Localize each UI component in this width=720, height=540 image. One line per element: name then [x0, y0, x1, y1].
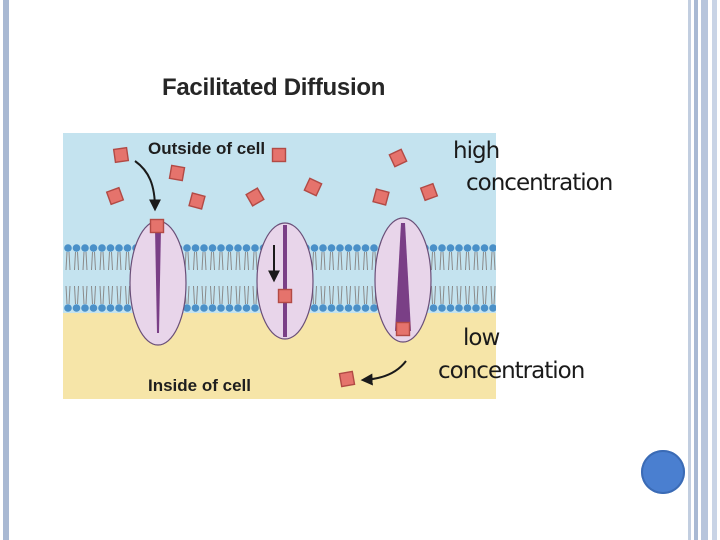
phospholipid-head — [310, 304, 319, 312]
phospholipid-head — [438, 304, 446, 312]
molecule-14-icon — [338, 370, 356, 388]
phospholipid-head — [336, 244, 344, 252]
molecule-2-icon — [168, 164, 186, 182]
arrow-enter-icon — [134, 160, 161, 212]
phospholipid-head — [72, 304, 81, 312]
phospholipid-head — [489, 244, 496, 252]
phospholipid-head — [336, 304, 344, 312]
phospholipid-head — [123, 304, 132, 312]
phospholipid-head — [242, 304, 251, 312]
phospholipid-head — [225, 244, 234, 252]
phospholipid-head — [446, 304, 455, 312]
phospholipid-head — [480, 244, 489, 252]
phospholipid-head — [234, 244, 242, 252]
phospholipid-head — [455, 304, 463, 312]
phospholipid-head — [200, 304, 208, 312]
phospholipid-head — [81, 304, 89, 312]
phospholipid-head — [251, 244, 259, 252]
phospholipid-head — [429, 244, 438, 252]
molecule-7-icon — [303, 177, 323, 197]
low-concentration-label: concentration — [438, 358, 585, 384]
high-concentration-label: concentration — [466, 170, 613, 196]
phospholipid-head — [242, 244, 251, 252]
phospholipid-head — [200, 244, 208, 252]
phospholipid-head — [106, 304, 115, 312]
phospholipid-head — [429, 304, 438, 312]
phospholipid-head — [455, 244, 463, 252]
facilitated-diffusion-diagram — [63, 133, 496, 399]
phospholipid-head — [319, 244, 327, 252]
phospholipid-head — [480, 304, 489, 312]
molecule-8-icon — [388, 148, 408, 168]
phospholipid-head — [472, 244, 480, 252]
slide-title: Facilitated Diffusion — [162, 74, 386, 101]
phospholipid-head — [370, 304, 378, 312]
phospholipid-head — [208, 244, 217, 252]
phospholipid-head — [183, 244, 191, 252]
phospholipid-head — [446, 244, 455, 252]
phospholipid-head — [183, 304, 191, 312]
right-frame-rules — [688, 0, 720, 540]
phospholipid-head — [319, 304, 327, 312]
decorative-circle-icon — [641, 450, 685, 494]
molecule-1-icon — [112, 146, 130, 164]
molecule-10-icon — [419, 182, 439, 202]
carrier-proteins — [129, 217, 432, 346]
phospholipid-head — [64, 244, 72, 252]
phospholipid-head — [327, 304, 336, 312]
molecule-3-icon — [105, 186, 125, 206]
phospholipid-head — [81, 244, 89, 252]
phospholipid-head — [115, 244, 123, 252]
phospholipid-head — [115, 304, 123, 312]
phospholipid-head — [64, 304, 72, 312]
phospholipid-head — [361, 304, 370, 312]
phospholipid-head — [191, 244, 200, 252]
phospholipid-head — [353, 244, 361, 252]
phospholipid-head — [72, 244, 81, 252]
solute-molecules — [105, 146, 439, 388]
phospholipid-head — [106, 244, 115, 252]
phospholipid-head — [361, 244, 370, 252]
phospholipid-head — [327, 244, 336, 252]
molecule-12-icon — [277, 288, 293, 304]
inside-of-cell-label: Inside of cell — [148, 376, 251, 395]
phospholipid-head — [98, 244, 106, 252]
phospholipid-head — [370, 244, 378, 252]
phospholipid-head — [89, 244, 98, 252]
phospholipid-head — [98, 304, 106, 312]
phospholipid-head — [344, 244, 353, 252]
protein-channel-3 — [395, 223, 411, 331]
phospholipid-head — [217, 244, 225, 252]
phospholipid-head — [251, 304, 259, 312]
molecule-6-icon — [271, 147, 287, 163]
phospholipid-head — [438, 244, 446, 252]
molecule-13-icon — [395, 321, 411, 337]
low-label: low — [463, 325, 500, 351]
high-label: high — [453, 138, 500, 164]
phospholipid-head — [463, 304, 472, 312]
outside-of-cell-label: Outside of cell — [148, 139, 266, 158]
phospholipid-head — [123, 244, 132, 252]
phospholipid-head — [344, 304, 353, 312]
phospholipid-head — [217, 304, 225, 312]
phospholipid-head — [463, 244, 472, 252]
phospholipid-head — [191, 304, 200, 312]
phospholipid-head — [234, 304, 242, 312]
movement-arrows — [134, 160, 407, 386]
molecule-9-icon — [372, 188, 390, 206]
phospholipid-head — [225, 304, 234, 312]
protein-channel-2 — [283, 225, 287, 337]
phospholipid-head — [310, 244, 319, 252]
molecule-11-icon — [149, 218, 165, 234]
phospholipid-head — [208, 304, 217, 312]
arrow-exit-icon — [360, 360, 407, 386]
molecule-4-icon — [188, 192, 206, 210]
left-frame-rule — [3, 0, 9, 540]
phospholipid-head — [89, 304, 98, 312]
phospholipid-head — [353, 304, 361, 312]
molecule-5-icon — [245, 187, 265, 207]
protein-channel-1 — [155, 228, 161, 333]
phospholipid-head — [472, 304, 480, 312]
phospholipid-head — [489, 304, 496, 312]
